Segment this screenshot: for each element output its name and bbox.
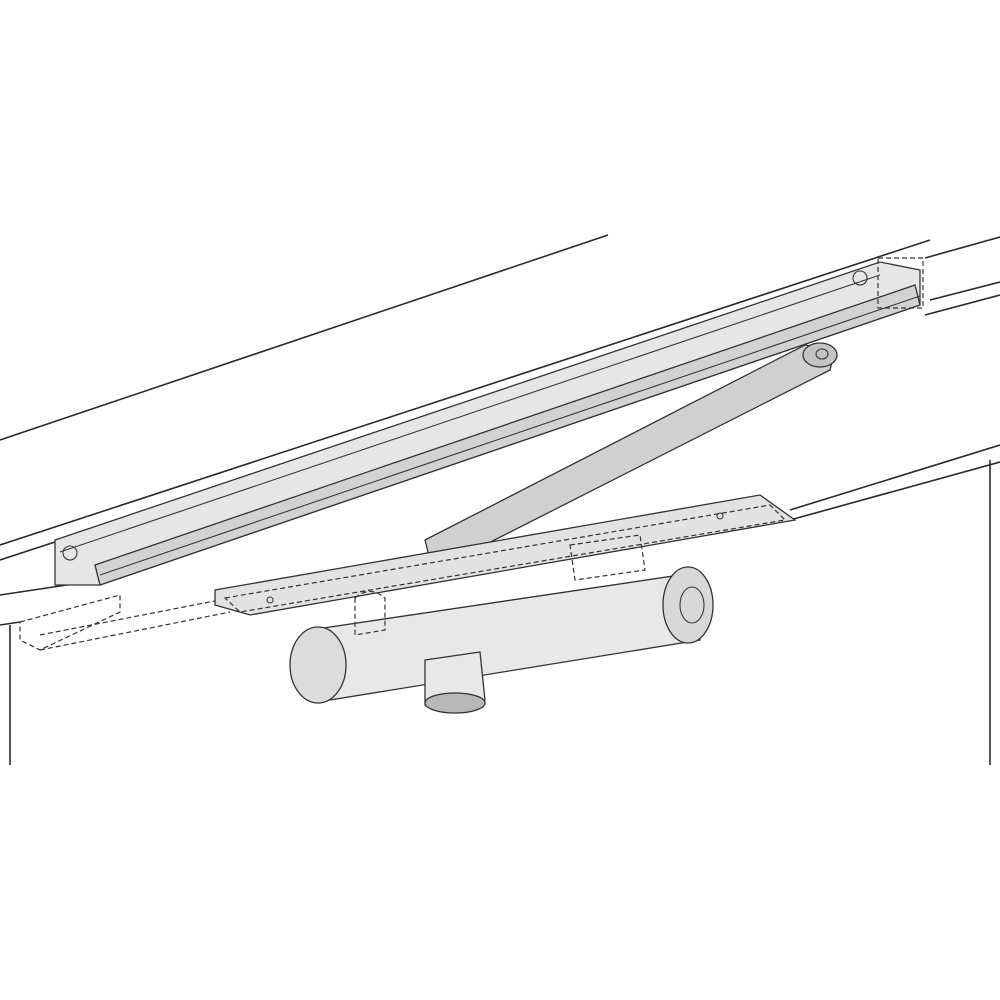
frame-line-2 xyxy=(0,541,56,561)
track-screw-hole-right xyxy=(852,270,868,286)
track-screw-hole-left xyxy=(62,545,78,561)
body-end-left xyxy=(289,626,347,704)
door-top-left xyxy=(0,621,21,626)
track-end-cap xyxy=(877,257,924,309)
adjustment-valve xyxy=(679,586,705,624)
frame-right-line-2 xyxy=(929,281,1000,301)
frame-upper-line xyxy=(0,239,931,546)
body-end-right xyxy=(662,566,714,644)
frame-right-line-1 xyxy=(924,236,1000,259)
closer-body xyxy=(289,534,714,714)
spindle-bottom xyxy=(424,692,486,714)
door-top-right-2 xyxy=(789,461,1000,521)
mounting-block-hidden xyxy=(19,594,231,651)
door-frame-lines xyxy=(0,234,1000,765)
frame-top-line xyxy=(0,234,609,441)
arm-pivot xyxy=(802,342,838,368)
slide-track xyxy=(54,257,924,586)
door-top-right-1 xyxy=(789,444,1000,511)
frame-right-line-3 xyxy=(924,294,1000,316)
mounting-plate xyxy=(214,494,797,616)
